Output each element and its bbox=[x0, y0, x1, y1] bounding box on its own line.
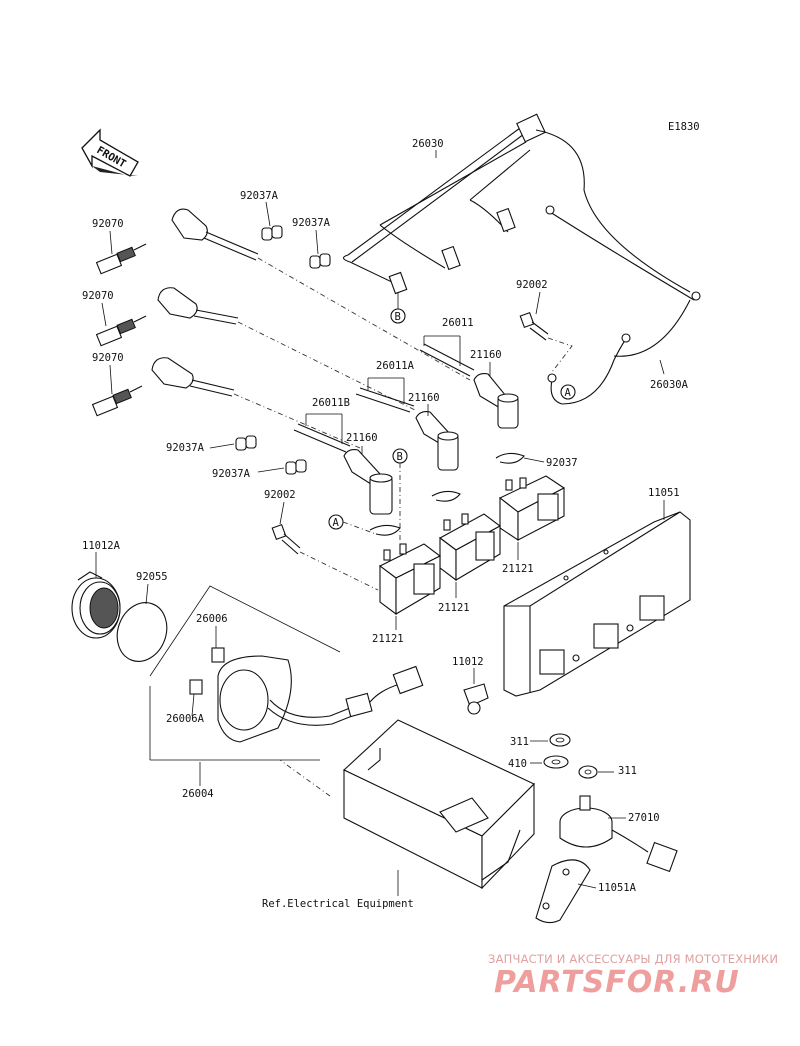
bulb-11012 bbox=[463, 683, 489, 715]
relay-27010 bbox=[559, 795, 678, 873]
callout-26030: 26030 bbox=[412, 138, 444, 150]
callout-410: 410 bbox=[508, 758, 527, 770]
callout-21160-3: 21160 bbox=[346, 432, 378, 444]
o-ring-92055 bbox=[116, 602, 168, 662]
callout-21160-2: 21160 bbox=[408, 392, 440, 404]
plug-cap-bottom bbox=[151, 357, 235, 397]
callout-11051: 11051 bbox=[648, 487, 680, 499]
svg-text:B: B bbox=[397, 451, 403, 463]
callout-26011B: 26011B bbox=[312, 397, 350, 409]
ignition-coil-21121-2 bbox=[438, 513, 502, 582]
callout-21121-1: 21121 bbox=[502, 563, 534, 575]
callout-92055: 92055 bbox=[136, 571, 168, 583]
clip-92037-3 bbox=[369, 524, 401, 536]
callout-27010: 27010 bbox=[628, 812, 660, 824]
spark-plug-2 bbox=[95, 315, 147, 347]
sleeve-26011 bbox=[419, 343, 475, 377]
plug-cap-21160-3 bbox=[343, 449, 393, 515]
callout-92002-2: 92002 bbox=[264, 489, 296, 501]
plug-cap-21160-2 bbox=[415, 411, 459, 471]
clip-92037-1 bbox=[495, 452, 525, 464]
ignition-coil-21121-1 bbox=[498, 475, 566, 542]
front-arrow-icon: FRONT bbox=[81, 128, 139, 177]
marker-a-right: A bbox=[560, 384, 576, 400]
callout-92037A-2: 92037A bbox=[292, 217, 331, 229]
callout-21160-1: 21160 bbox=[470, 349, 502, 361]
svg-text:B: B bbox=[395, 311, 401, 323]
clamp-92037A-top-1 bbox=[261, 225, 283, 241]
marker-b-top: B bbox=[390, 308, 406, 324]
callout-26011A: 26011A bbox=[376, 360, 415, 372]
clamp-92037A-top-2 bbox=[309, 253, 331, 269]
spark-plug-1 bbox=[95, 243, 147, 275]
marker-b-lower: B bbox=[392, 448, 408, 464]
watermark-tagline: ЗАПЧАСТИ И АКСЕССУАРЫ ДЛЯ МОТОТЕХНИКИ bbox=[488, 952, 778, 966]
callout-92037: 92037 bbox=[546, 457, 578, 469]
callout-92037A-4: 92037A bbox=[212, 468, 251, 480]
clamp-92037A-lower-1 bbox=[235, 435, 257, 451]
diagram-code: E1830 bbox=[668, 121, 700, 133]
main-harness-26030 bbox=[342, 113, 701, 301]
callout-92070-1: 92070 bbox=[92, 218, 124, 230]
nut-311-top bbox=[549, 733, 571, 747]
bracket-11051A bbox=[535, 859, 591, 924]
callout-92037A-1: 92037A bbox=[240, 190, 279, 202]
callout-311-1: 311 bbox=[510, 736, 529, 748]
connector-26006 bbox=[211, 647, 225, 663]
electrical-box bbox=[343, 719, 535, 890]
svg-text:A: A bbox=[333, 517, 340, 529]
callout-11012A: 11012A bbox=[82, 540, 121, 552]
bolt-92002-lower bbox=[271, 523, 301, 555]
callout-92070-3: 92070 bbox=[92, 352, 124, 364]
callout-26006A: 26006A bbox=[166, 713, 205, 725]
callout-11051A: 11051A bbox=[598, 882, 637, 894]
bracket-11051 bbox=[503, 511, 691, 697]
callout-92002-1: 92002 bbox=[516, 279, 548, 291]
ignition-coil-21121-3 bbox=[378, 543, 442, 616]
svg-text:A: A bbox=[565, 387, 572, 399]
sleeve-26011B bbox=[293, 423, 351, 453]
washer-410 bbox=[543, 755, 569, 769]
callout-92037A-3: 92037A bbox=[166, 442, 205, 454]
watermark-brand: PARTSFOR.RU bbox=[494, 965, 740, 1000]
wire-cover-26004 bbox=[217, 655, 424, 743]
clamp-92037A-lower-2 bbox=[285, 459, 307, 475]
callout-11012: 11012 bbox=[452, 656, 484, 668]
callout-26030A: 26030A bbox=[650, 379, 689, 391]
callout-21121-3: 21121 bbox=[372, 633, 404, 645]
ref-electrical-equipment: Ref.Electrical Equipment bbox=[262, 898, 414, 910]
nut-311-right bbox=[578, 765, 598, 779]
callout-26006: 26006 bbox=[196, 613, 228, 625]
ground-wire-26030A bbox=[547, 299, 691, 405]
cover-11012A bbox=[71, 571, 121, 639]
callout-21121-2: 21121 bbox=[438, 602, 470, 614]
plug-cap-21160-1 bbox=[473, 373, 519, 429]
callout-26004: 26004 bbox=[182, 788, 214, 800]
sleeve-26011A bbox=[355, 387, 415, 413]
connector-26006A bbox=[189, 679, 203, 695]
bolt-92002-top bbox=[519, 311, 549, 341]
marker-a-left: A bbox=[328, 514, 344, 530]
callout-92070-2: 92070 bbox=[82, 290, 114, 302]
plug-cap-mid bbox=[157, 287, 239, 325]
callout-311-2: 311 bbox=[618, 765, 637, 777]
clip-92037-2 bbox=[431, 490, 461, 502]
callout-26011: 26011 bbox=[442, 317, 474, 329]
plug-cap-top bbox=[171, 208, 259, 261]
spark-plug-3 bbox=[91, 385, 143, 417]
